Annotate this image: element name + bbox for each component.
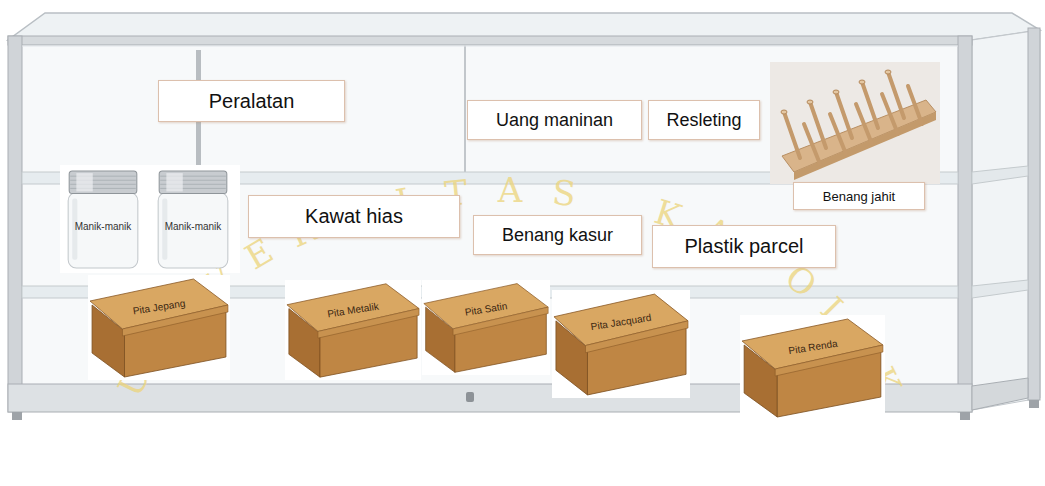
jar-node: Manik-manik — [152, 168, 234, 270]
spool-rack-picture — [770, 62, 940, 184]
right-back-post — [1028, 28, 1040, 400]
item-label: Benang jahit — [823, 189, 895, 204]
picture-ground — [770, 62, 940, 184]
glass-shelf-side — [972, 280, 1028, 298]
picture-ground — [88, 275, 230, 380]
jar-lid — [159, 171, 227, 193]
label-box: Uang maninan — [467, 100, 642, 140]
lid-shine — [166, 173, 182, 191]
item-label: Peralatan — [209, 90, 295, 113]
side-bottom-rail — [972, 378, 1028, 410]
peg-top — [833, 90, 839, 94]
box-node: Pita Satin — [422, 280, 550, 375]
watermark-letter: S — [551, 172, 578, 214]
rack-board — [782, 100, 936, 172]
picture-ground — [552, 290, 690, 398]
label-box: Benang kasur — [473, 215, 642, 255]
cabinet-front-glass — [22, 44, 960, 384]
item-label: Plastik parcel — [685, 235, 804, 258]
picture-ground — [285, 280, 421, 380]
door-divider — [464, 45, 466, 172]
cardboard-box — [285, 280, 421, 380]
rack-peg-tops — [781, 70, 891, 114]
rack-peg — [856, 104, 872, 144]
box-node: Pita Metalik — [285, 280, 421, 380]
cabinet-leg — [12, 412, 22, 420]
glass-shelf-side — [972, 166, 1028, 184]
item-label: Uang maninan — [496, 110, 613, 131]
jar-picture-ground — [60, 165, 240, 273]
cardboard-box — [88, 275, 230, 380]
cabinet-leg — [960, 412, 970, 420]
peg-top — [807, 100, 813, 104]
right-front-post — [958, 36, 972, 412]
label-box: Plastik parcel — [652, 225, 836, 268]
cabinet-frame — [8, 13, 1040, 420]
peg-top — [885, 70, 891, 74]
glass-jar — [152, 168, 234, 270]
item-label: Kawat hias — [305, 205, 403, 228]
glass-jar — [62, 168, 144, 270]
rack-peg — [804, 124, 820, 164]
door-track — [22, 46, 958, 47]
peg-top — [859, 80, 865, 84]
watermark-letter: A — [498, 170, 523, 210]
label-box: Benang jahit — [793, 182, 925, 210]
item-label: Resleting — [666, 110, 741, 131]
picture-ground — [740, 315, 885, 420]
cardboard-box — [740, 315, 885, 420]
rack-peg — [908, 86, 922, 124]
picture-ground — [422, 280, 550, 375]
item-name: Manik-manik — [165, 221, 222, 232]
lid-shine — [76, 173, 92, 191]
cabinet-leg — [1029, 400, 1039, 408]
item-name: Manik-manik — [75, 221, 132, 232]
cardboard-box — [422, 280, 550, 375]
rack-peg — [830, 114, 846, 154]
cardboard-box — [552, 290, 690, 398]
jar-lid — [69, 171, 137, 193]
peg-top — [781, 110, 787, 114]
item-label: Benang kasur — [502, 225, 613, 246]
box-node: Pita Renda — [740, 315, 885, 420]
label-box: Kawat hias — [248, 195, 460, 238]
label-box: Peralatan — [158, 80, 345, 122]
top-rail — [8, 36, 972, 45]
box-node: Pita Jacquard — [552, 290, 690, 398]
label-box: Resleting — [648, 100, 760, 140]
box-node: Pita Jepang — [88, 275, 230, 380]
jar-body — [68, 192, 138, 267]
jar-body — [158, 192, 228, 267]
rack-peg — [882, 94, 898, 134]
jar-node: Manik-manik — [62, 168, 144, 270]
picture-ground — [60, 165, 240, 273]
left-post — [8, 36, 22, 412]
cabinet-lock — [466, 392, 474, 402]
rack-pegs — [784, 72, 922, 164]
rack-peg — [784, 112, 800, 158]
